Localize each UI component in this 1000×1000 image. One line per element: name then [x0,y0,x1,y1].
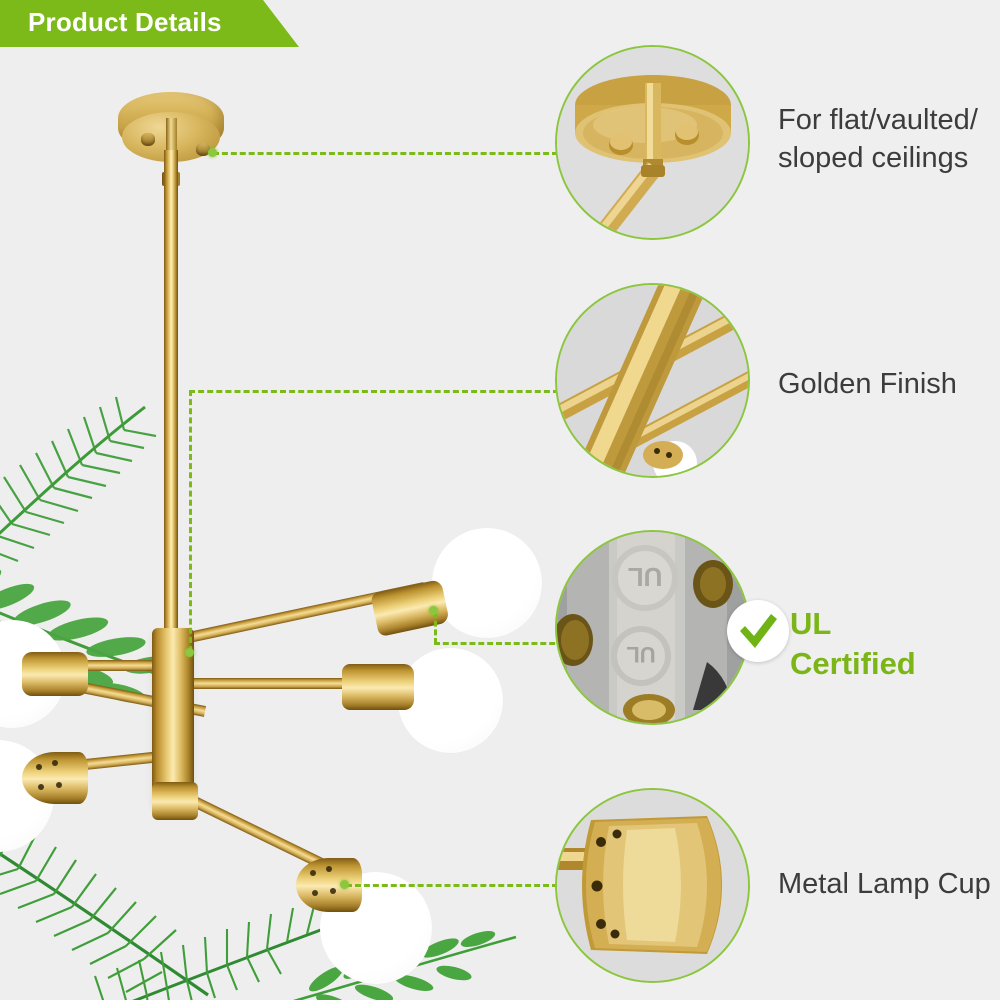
connector-ceilings [213,152,558,155]
callout-image-ceilings [555,45,750,240]
check-icon [740,614,777,648]
connector-dot [208,148,217,157]
palm-frond-icon [94,901,354,1000]
palm-frond-icon [0,396,157,563]
connector-finish-vertical [189,390,192,652]
down-rod [164,150,178,650]
lamp-cup-vent [310,870,316,876]
check-badge [727,600,789,662]
canopy-stem [166,118,177,162]
canopy-screw [141,133,155,146]
callout-label-lampcup: Metal Lamp Cup [778,868,991,900]
callout-label-finish: Golden Finish [778,368,957,400]
canopy-screw [196,143,210,156]
lamp-cup-vent [52,760,58,766]
page-title: Product Details [28,7,222,37]
metal-lamp-cup [342,664,414,710]
connector-dot [340,880,349,889]
metal-lamp-cup [152,782,198,820]
globe-bulb [432,528,542,638]
lamp-cup-vent [312,890,318,896]
lamp-cup-vent [330,888,336,894]
callout-label-ceilings: For flat/vaulted/ sloped ceilings [778,104,978,174]
product-photo [0,92,542,1000]
connector-ul-vertical [434,612,437,644]
palm-frond-icon [0,819,209,997]
lamp-cup-vent [38,784,44,790]
callout-image-finish [555,283,750,478]
globe-bulb [398,648,503,753]
lamp-cup-vent [36,764,42,770]
connector-finish-horizontal [189,390,559,393]
lamp-cup-vent [56,782,62,788]
arm-right-mid [170,678,380,689]
metal-lamp-cup [370,578,450,638]
callout-image-lampcup [555,788,750,983]
connector-dot [429,606,438,615]
connector-ul-horizontal [434,642,564,645]
lamp-cup-vent [326,866,332,872]
callout-label-ul: UL Certified [790,606,916,681]
svg-text:UL: UL [628,562,663,592]
connector-lampcup [346,884,558,887]
callout-image-ul: UL UL [555,530,750,725]
center-hub [152,628,194,808]
metal-lamp-cup [22,652,88,696]
connector-dot [185,648,194,657]
svg-text:UL: UL [626,642,655,667]
header-banner [0,0,299,47]
